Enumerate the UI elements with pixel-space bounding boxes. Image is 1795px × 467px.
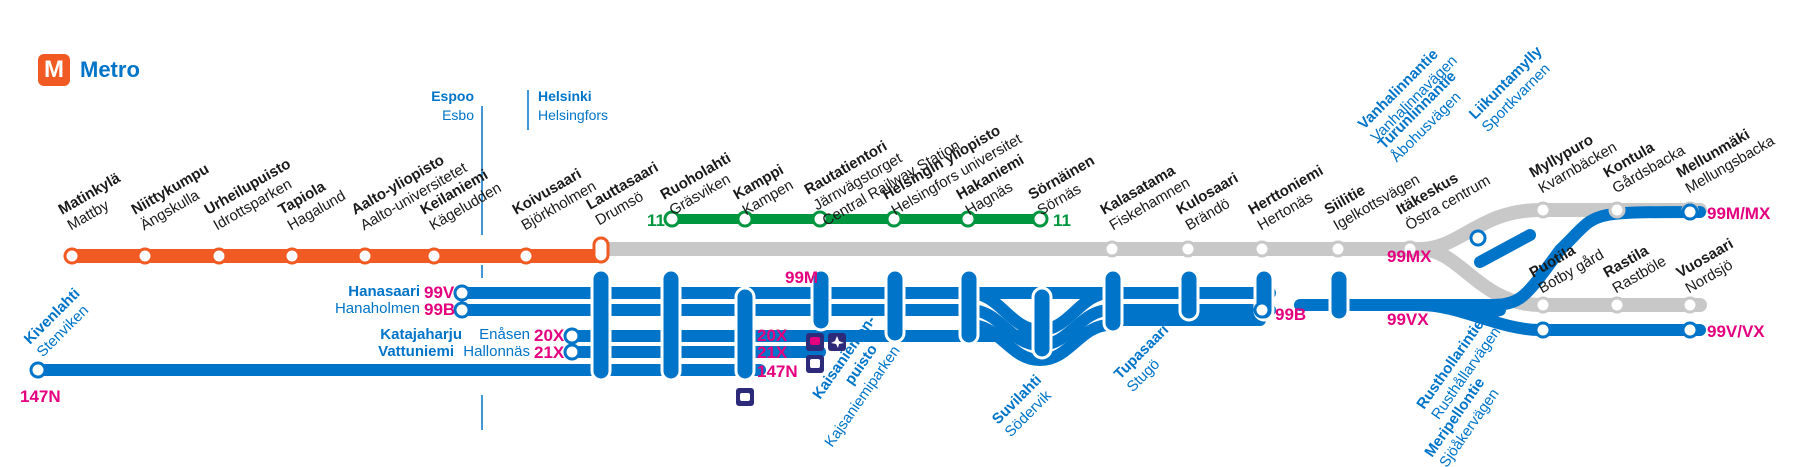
label-katajaharju-sv: Enåsen: [479, 326, 530, 343]
station-marker: [29, 361, 47, 379]
route-147n-east: 147N: [757, 362, 798, 381]
map-title: Metro: [80, 57, 140, 82]
station-marker: [885, 210, 903, 228]
city-border: Espoo Esbo Helsinki Helsingfors: [431, 88, 608, 430]
border-west-city-sv: Esbo: [442, 107, 474, 123]
label-vattuniemi-sv: Hallonnäs: [463, 343, 530, 360]
station-marker: [592, 236, 610, 264]
station-marker: [425, 247, 443, 265]
route-99v: 99V: [424, 283, 455, 302]
label-katajaharju: Katajaharju: [380, 326, 462, 343]
route-147n-west: 147N: [20, 387, 61, 406]
station-marker: [663, 210, 681, 228]
station-marker: [1534, 296, 1552, 314]
route-99b-west: 99B: [424, 300, 455, 319]
border-east-city: Helsinki: [538, 88, 592, 104]
station-marker: [563, 327, 581, 345]
station-marker: [1329, 240, 1347, 258]
label-vattuniemi: Vattuniemi: [378, 343, 454, 360]
grey-metro-line: [593, 203, 1707, 312]
ferry-icon: [736, 388, 754, 406]
station-marker: [453, 301, 471, 319]
route-99mx: 99MX: [1387, 247, 1432, 266]
station-marker: [1253, 240, 1271, 258]
station-marker: [1681, 321, 1699, 339]
station-marker: [453, 284, 471, 302]
station-marker: [1534, 201, 1552, 219]
station-marker: [1608, 201, 1626, 219]
station-marker: [736, 210, 754, 228]
route-20x-west: 20X: [534, 326, 565, 345]
label-hanasaari: Hanasaari: [348, 283, 420, 300]
station-marker: [1534, 321, 1552, 339]
transit-icons: [736, 333, 846, 406]
station-marker: [210, 247, 228, 265]
route-99m: 99M: [785, 268, 818, 287]
label-hanasaari-sv: Hanaholmen: [335, 300, 420, 317]
bus-icon: [806, 355, 824, 373]
metro-logo-icon: M: [38, 54, 70, 86]
route-21x-east: 21X: [757, 343, 788, 362]
station-marker: [1253, 301, 1271, 319]
station-marker: [1179, 240, 1197, 258]
station-marker: [1681, 296, 1699, 314]
route-99vx: 99VX: [1387, 310, 1429, 329]
station-marker: [1469, 229, 1487, 247]
station-marker: [356, 247, 374, 265]
station-marker: [517, 247, 535, 265]
main-station-labels: Matinkylä Mattby Niittykumpu Ängskulla U…: [56, 122, 1779, 297]
route-20x-east: 20X: [757, 326, 788, 345]
map-header: M Metro: [38, 54, 140, 86]
train-icon: [806, 333, 824, 351]
airplane-icon: [828, 333, 846, 351]
station-marker: [811, 210, 829, 228]
station-marker: [1608, 296, 1626, 314]
route-99m-mx-end: 99M/MX: [1707, 204, 1771, 223]
connector-bars: [590, 268, 1350, 382]
station-marker: [136, 247, 154, 265]
route-99v-vx-end: 99V/VX: [1707, 322, 1765, 341]
station-marker: [563, 343, 581, 361]
station-markers: [29, 201, 1699, 379]
station-marker: [1103, 240, 1121, 258]
station-marker: [1681, 203, 1699, 221]
station-marker: [63, 247, 81, 265]
border-west-city: Espoo: [431, 88, 474, 104]
station-marker: [283, 247, 301, 265]
station-marker: [1031, 210, 1049, 228]
station-marker: [1401, 240, 1419, 258]
station-marker: [959, 210, 977, 228]
route-numbers: 11 11 99V 99B 20X 21X 20X 21X 147N 147N …: [20, 204, 1771, 406]
route-21x-west: 21X: [534, 343, 565, 362]
route-11-east: 11: [1053, 211, 1071, 230]
route-11-west: 11: [647, 211, 665, 230]
route-99b-east: 99B: [1275, 305, 1306, 324]
border-east-city-sv: Helsingfors: [538, 107, 608, 123]
